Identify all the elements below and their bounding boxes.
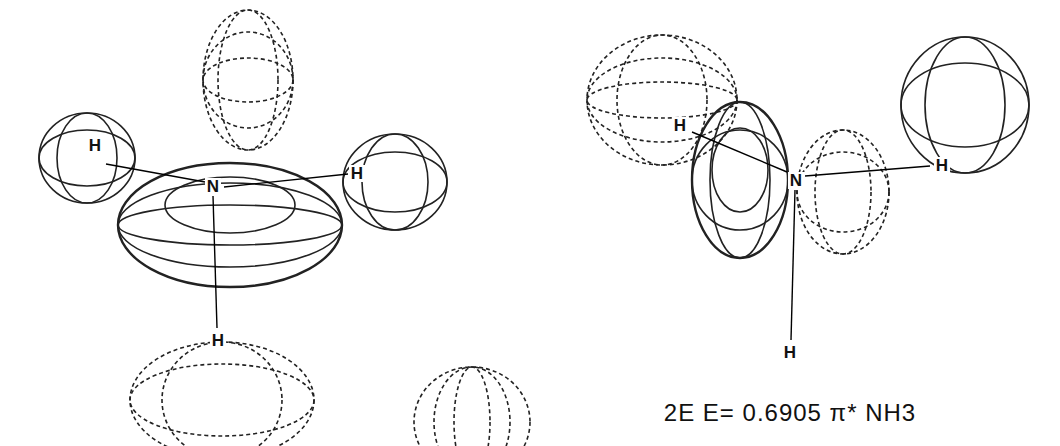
orbital-caption: 2E E= 0.6905 π* NH3 [662,401,918,425]
positive-lobe [39,113,447,287]
bond-line [692,132,930,340]
negative-lobe [130,342,530,446]
atom-label: H [782,344,798,361]
negative-lobe [203,10,293,150]
atom-label: N [205,178,221,195]
atom-label: N [788,172,804,189]
negative-lobe [587,35,889,254]
atom-label: H [210,332,226,349]
atom-label: H [87,137,103,154]
bond-line [106,164,348,328]
atom-label: H [672,117,688,134]
positive-lobe [692,37,1029,258]
atom-label: H [934,157,950,174]
atom-label: H [349,165,365,182]
